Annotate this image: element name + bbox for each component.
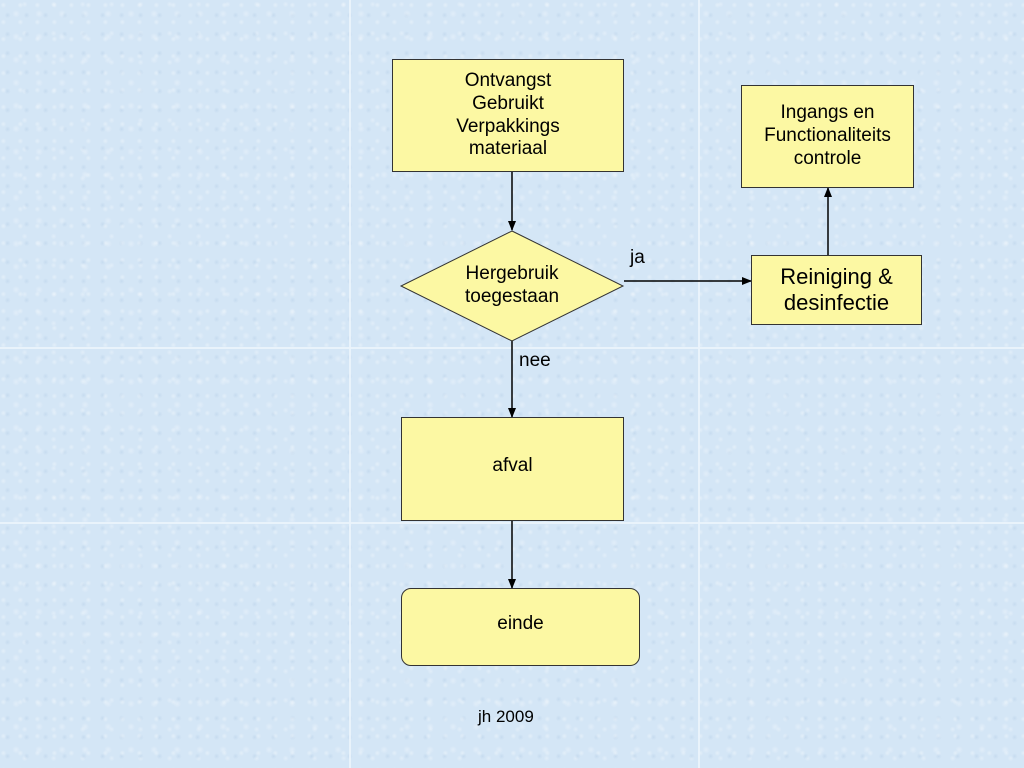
- edge-label-no: nee: [519, 350, 551, 371]
- end-text: einde: [497, 612, 544, 634]
- receipt-box: Ontvangst Gebruikt Verpakkings materiaal: [392, 59, 624, 172]
- background-seam: [698, 0, 700, 768]
- cleaning-box: Reiniging & desinfectie: [751, 255, 922, 325]
- end-terminal: einde: [401, 588, 640, 666]
- inspection-text: Ingangs en Functionaliteits controle: [764, 102, 891, 169]
- decision-diamond-shape: [399, 230, 625, 342]
- background-seam: [349, 0, 351, 768]
- footer-credit: jh 2009: [478, 707, 534, 726]
- edge-label-yes: ja: [630, 247, 645, 268]
- reuse-decision-text: Hergebruik toegestaan: [464, 263, 560, 307]
- receipt-text: Ontvangst Gebruikt Verpakkings materiaal: [456, 69, 560, 160]
- reuse-decision-text-holder: Hergebruik toegestaan: [431, 251, 593, 321]
- inspection-box: Ingangs en Functionaliteits controle: [741, 85, 914, 188]
- waste-box: afval: [401, 417, 624, 521]
- cleaning-text: Reiniging & desinfectie: [780, 263, 893, 315]
- waste-text: afval: [492, 454, 533, 476]
